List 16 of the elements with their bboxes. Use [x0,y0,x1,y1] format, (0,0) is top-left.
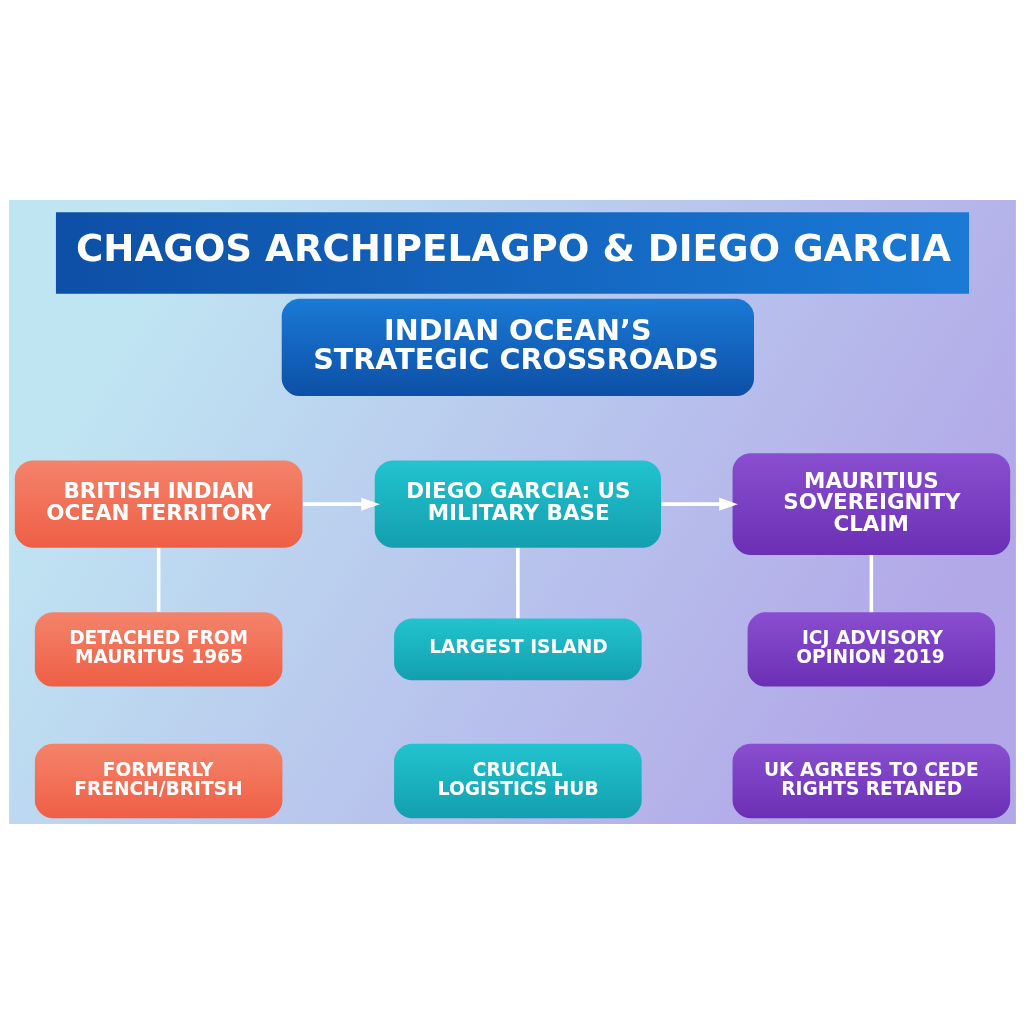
connector [869,554,873,613]
arrow [302,497,380,511]
connector [515,547,520,619]
connector [156,547,160,612]
node-box: INDIAN OCEAN’S STRATEGIC CROSSROADS [281,298,754,397]
node-box: DIEGO GARCIA: US MILITARY BASE [374,460,661,548]
node-box: LARGEST ISLAND [393,618,642,681]
node-box: MAURITIUS SOVEREIGNITY CLAIM [732,453,1010,555]
diagram-title: CHAGOS ARCHIPELAGPO & DIEGO GARCIA [75,225,951,270]
node-box: ICJ ADVISORY OPINION 2019 [747,612,995,687]
node-box: UK AGREES TO CEDE RIGHTS RETANED [732,743,1010,819]
node-box: DETACHED FROM MAURITUS 1965 [34,612,282,687]
arrow [660,497,738,511]
node-box: BRITISH INDIAN OCEAN TERRITORY [14,460,302,548]
node-box: CRUCIAL LOGISTICS HUB [393,743,642,819]
node-box: FORMERLY FRENCH/BRITSH [34,743,282,819]
